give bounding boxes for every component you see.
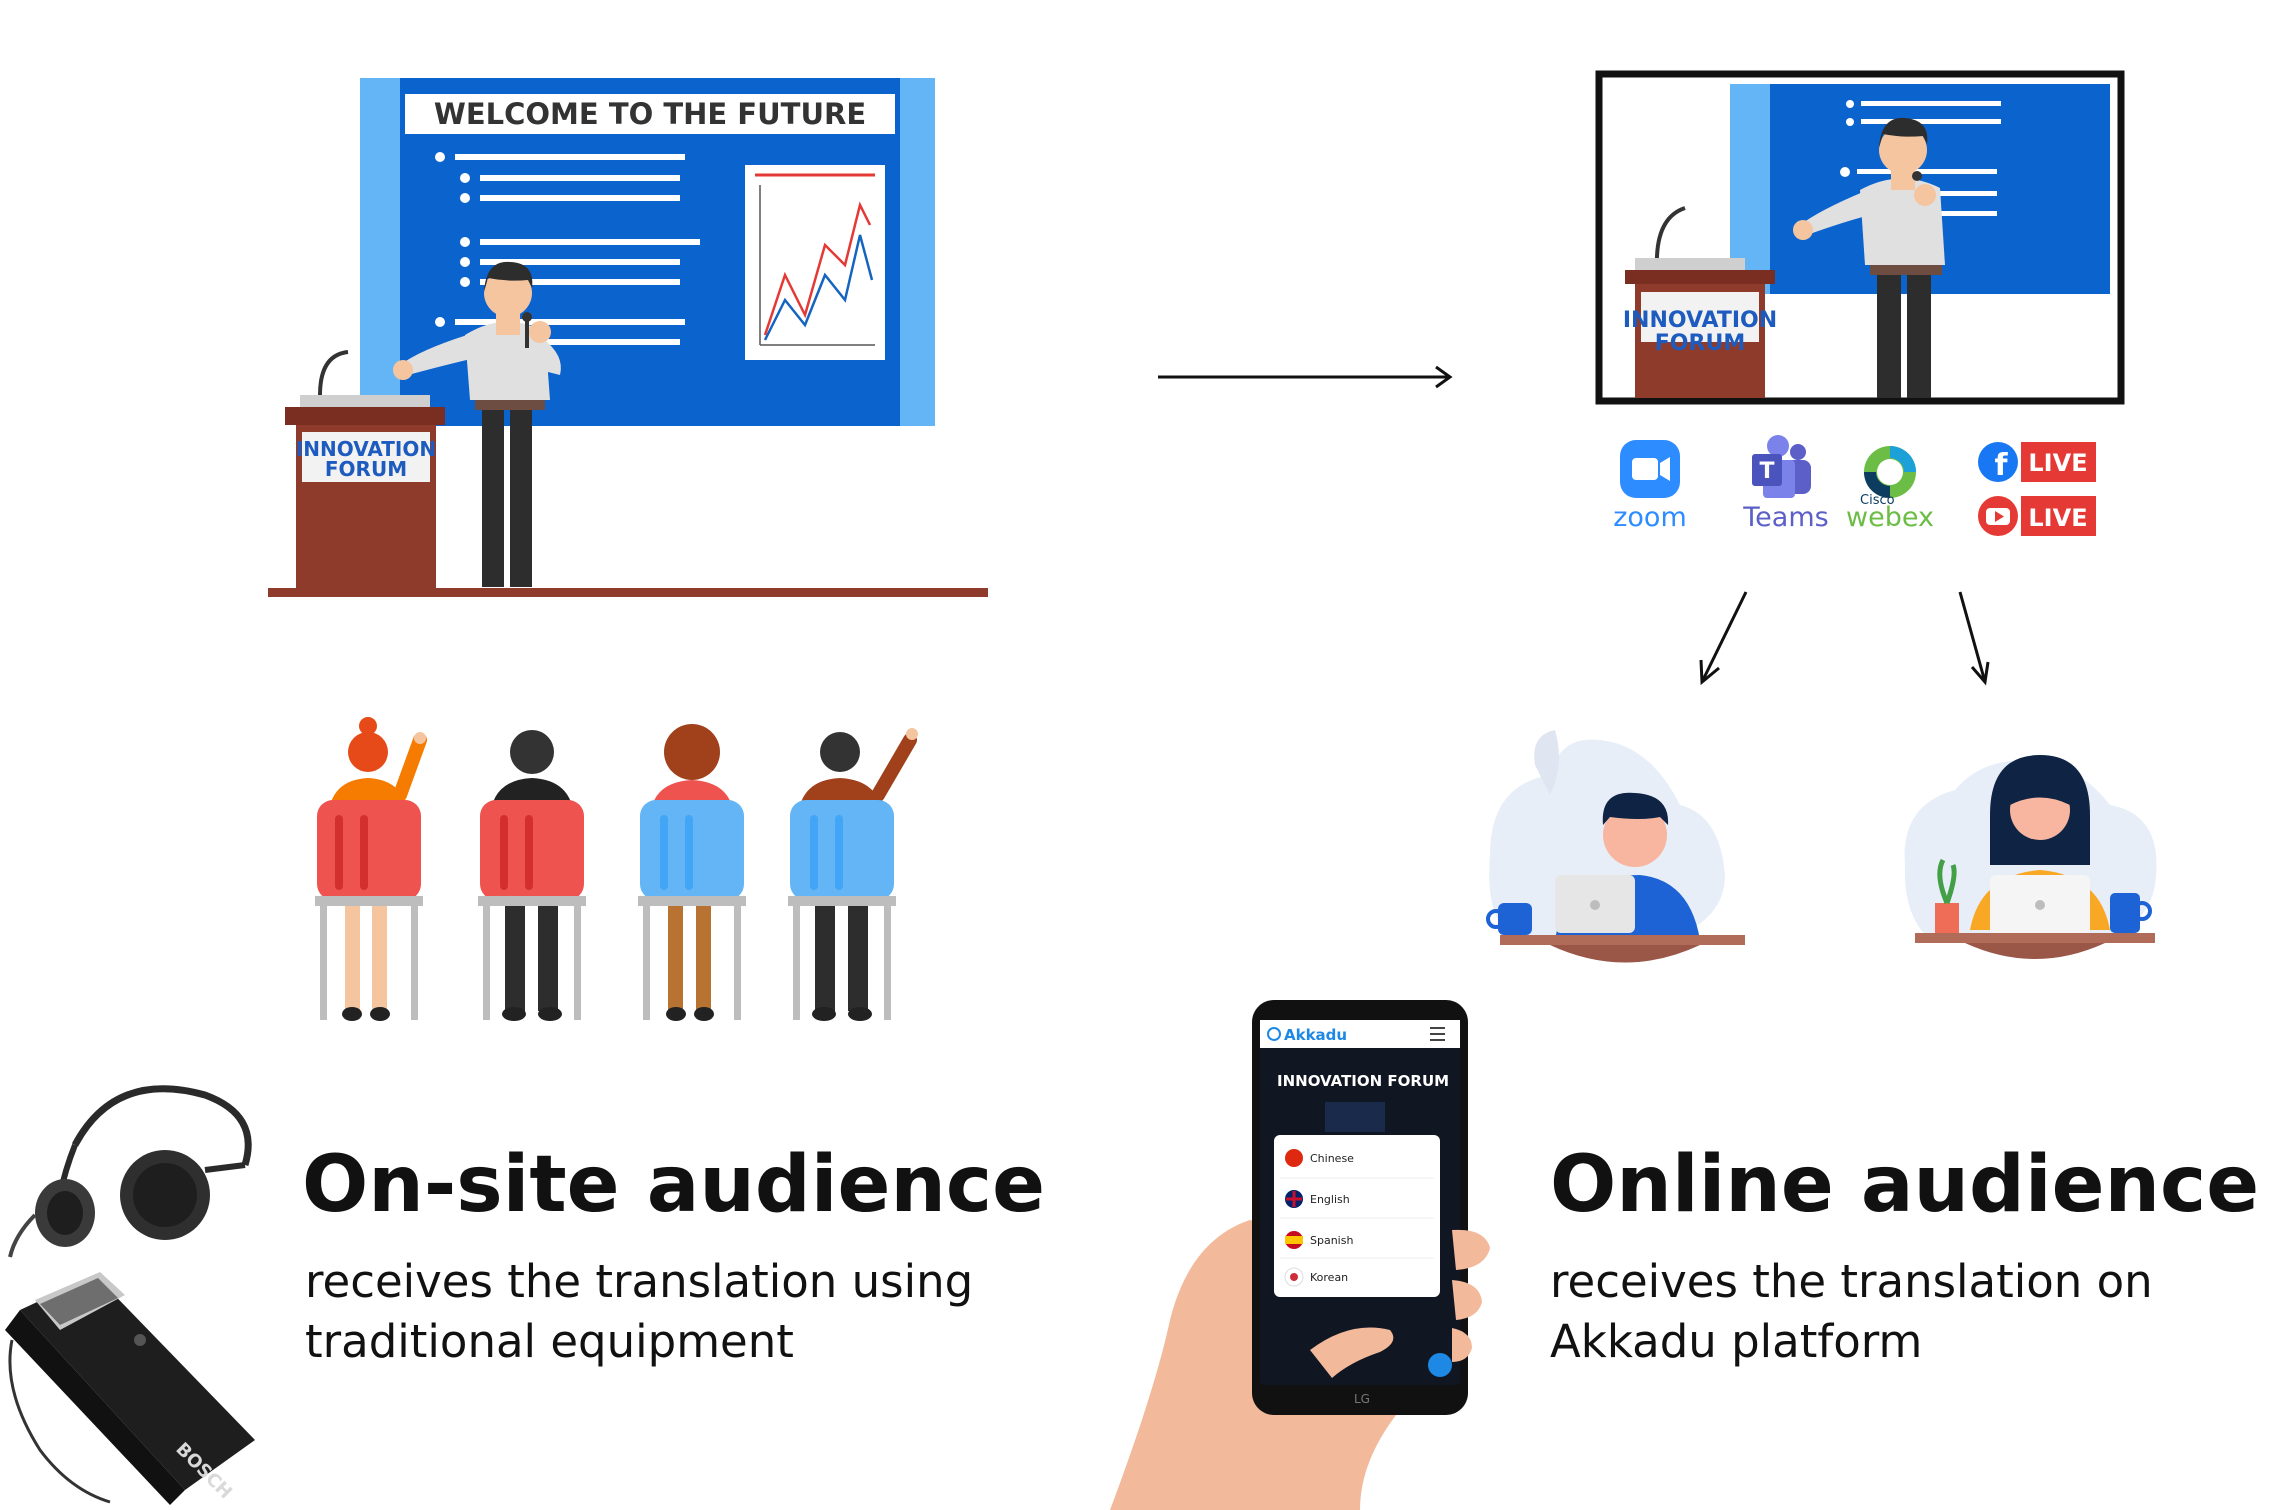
language-option-chinese[interactable]: Chinese [1285, 1149, 1354, 1167]
bullet-list [435, 152, 700, 347]
screen-chart [745, 165, 885, 360]
zoom-label: zoom [1613, 502, 1687, 533]
chat-button[interactable] [1428, 1353, 1452, 1377]
podium-label-1: INNOVATION [296, 437, 436, 461]
app-name: Akkadu [1284, 1026, 1347, 1044]
online-audience-description-2: Akkadu platform [1550, 1315, 1923, 1368]
audience-member-3 [638, 724, 746, 1021]
svg-text:f: f [1994, 448, 2008, 483]
phone-brand: LG [1354, 1392, 1370, 1406]
language-option-korean[interactable]: Korean [1284, 1267, 1348, 1287]
language-menu [1274, 1135, 1440, 1297]
platform-logos: zoom T Teams Cisco webex f LIVE LIVE [1613, 435, 2096, 536]
flow-arrows [1158, 365, 1990, 686]
monitor-presenter [1793, 117, 1945, 398]
teams-icon: T [1752, 435, 1811, 498]
language-label: English [1310, 1193, 1350, 1206]
youtube-live-label: LIVE [2028, 504, 2087, 532]
language-label: Chinese [1310, 1152, 1354, 1165]
online-audience-title: Online audience [1550, 1140, 2260, 1230]
arrow-down-right [1958, 591, 1990, 686]
language-label: Korean [1310, 1271, 1348, 1284]
onsite-audience-title: On-site audience [302, 1140, 1046, 1230]
youtube-icon [1978, 496, 2018, 536]
facebook-live-label: LIVE [2028, 449, 2087, 477]
monitor-podium-label-1: INNOVATION [1623, 308, 1777, 333]
webex-label: webex [1846, 502, 1934, 533]
audience-member-4 [788, 728, 918, 1021]
phone-in-hand: Akkadu INNOVATION FORUM Chinese English … [1110, 1000, 1490, 1510]
stage-illustration: WELCOME TO THE FUTURE INNOVATION FORUM [268, 78, 988, 597]
cisco-label: Cisco [1860, 493, 1895, 508]
screen-title: WELCOME TO THE FUTURE [434, 97, 866, 131]
online-user-woman [1904, 755, 2157, 959]
arrow-right [1158, 365, 1453, 389]
language-option-spanish[interactable]: Spanish [1285, 1231, 1353, 1249]
broadcast-monitor: INNOVATION FORUM [1595, 70, 2125, 405]
podium-label-2: FORUM [325, 457, 407, 481]
onsite-audience-illustration [315, 717, 918, 1021]
menu-icon[interactable] [1430, 1027, 1445, 1041]
onsite-audience-description-1: receives the translation using [305, 1255, 974, 1308]
audience-member-1 [315, 717, 427, 1021]
webex-icon [1864, 446, 1916, 498]
audience-member-2 [478, 730, 586, 1021]
language-label: Spanish [1310, 1234, 1353, 1247]
monitor-podium-label-2: FORUM [1655, 331, 1745, 356]
teams-label: Teams [1742, 502, 1828, 533]
facebook-live-badge [2021, 442, 2096, 482]
online-audience-description-1: receives the translation on [1550, 1255, 2153, 1308]
headphones-illustration [8, 1085, 252, 1258]
online-user-man [1486, 730, 1745, 963]
presenter [393, 261, 561, 587]
receiver-device-illustration: BOSCH [5, 1272, 255, 1505]
zoom-icon [1620, 440, 1680, 498]
youtube-live-badge [2021, 496, 2096, 536]
language-option-english[interactable]: English [1285, 1190, 1350, 1208]
svg-text:T: T [1759, 459, 1774, 484]
facebook-icon: f [1978, 442, 2018, 483]
arrow-down-left [1699, 591, 1748, 686]
onsite-audience-description-2: traditional equipment [305, 1315, 794, 1368]
event-title: INNOVATION FORUM [1277, 1072, 1449, 1090]
